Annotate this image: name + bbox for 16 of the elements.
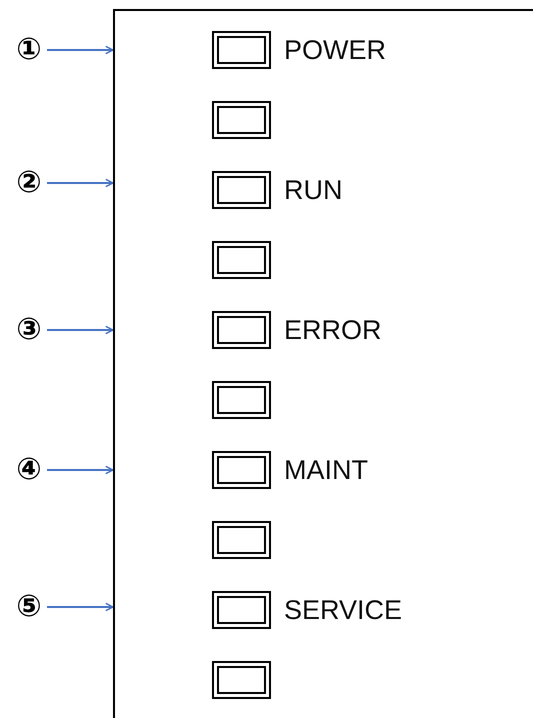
lamp-label: ERROR	[284, 315, 382, 345]
panel-outline	[113, 9, 533, 718]
arrow	[47, 602, 114, 612]
callout-number: ④	[11, 453, 47, 487]
arrow	[47, 326, 114, 334]
arrow	[47, 178, 114, 188]
callout-number: ②	[11, 166, 47, 200]
callout-number: ①	[11, 33, 47, 67]
callout-number: ⑤	[11, 590, 47, 624]
arrow	[47, 466, 114, 474]
lamp-label: SERVICE	[284, 595, 402, 625]
lamp-label: MAINT	[284, 455, 368, 485]
callout-number: ③	[11, 313, 47, 347]
lamp-label: POWER	[284, 35, 386, 65]
arrow	[47, 46, 114, 54]
lamp-label: RUN	[284, 175, 342, 205]
